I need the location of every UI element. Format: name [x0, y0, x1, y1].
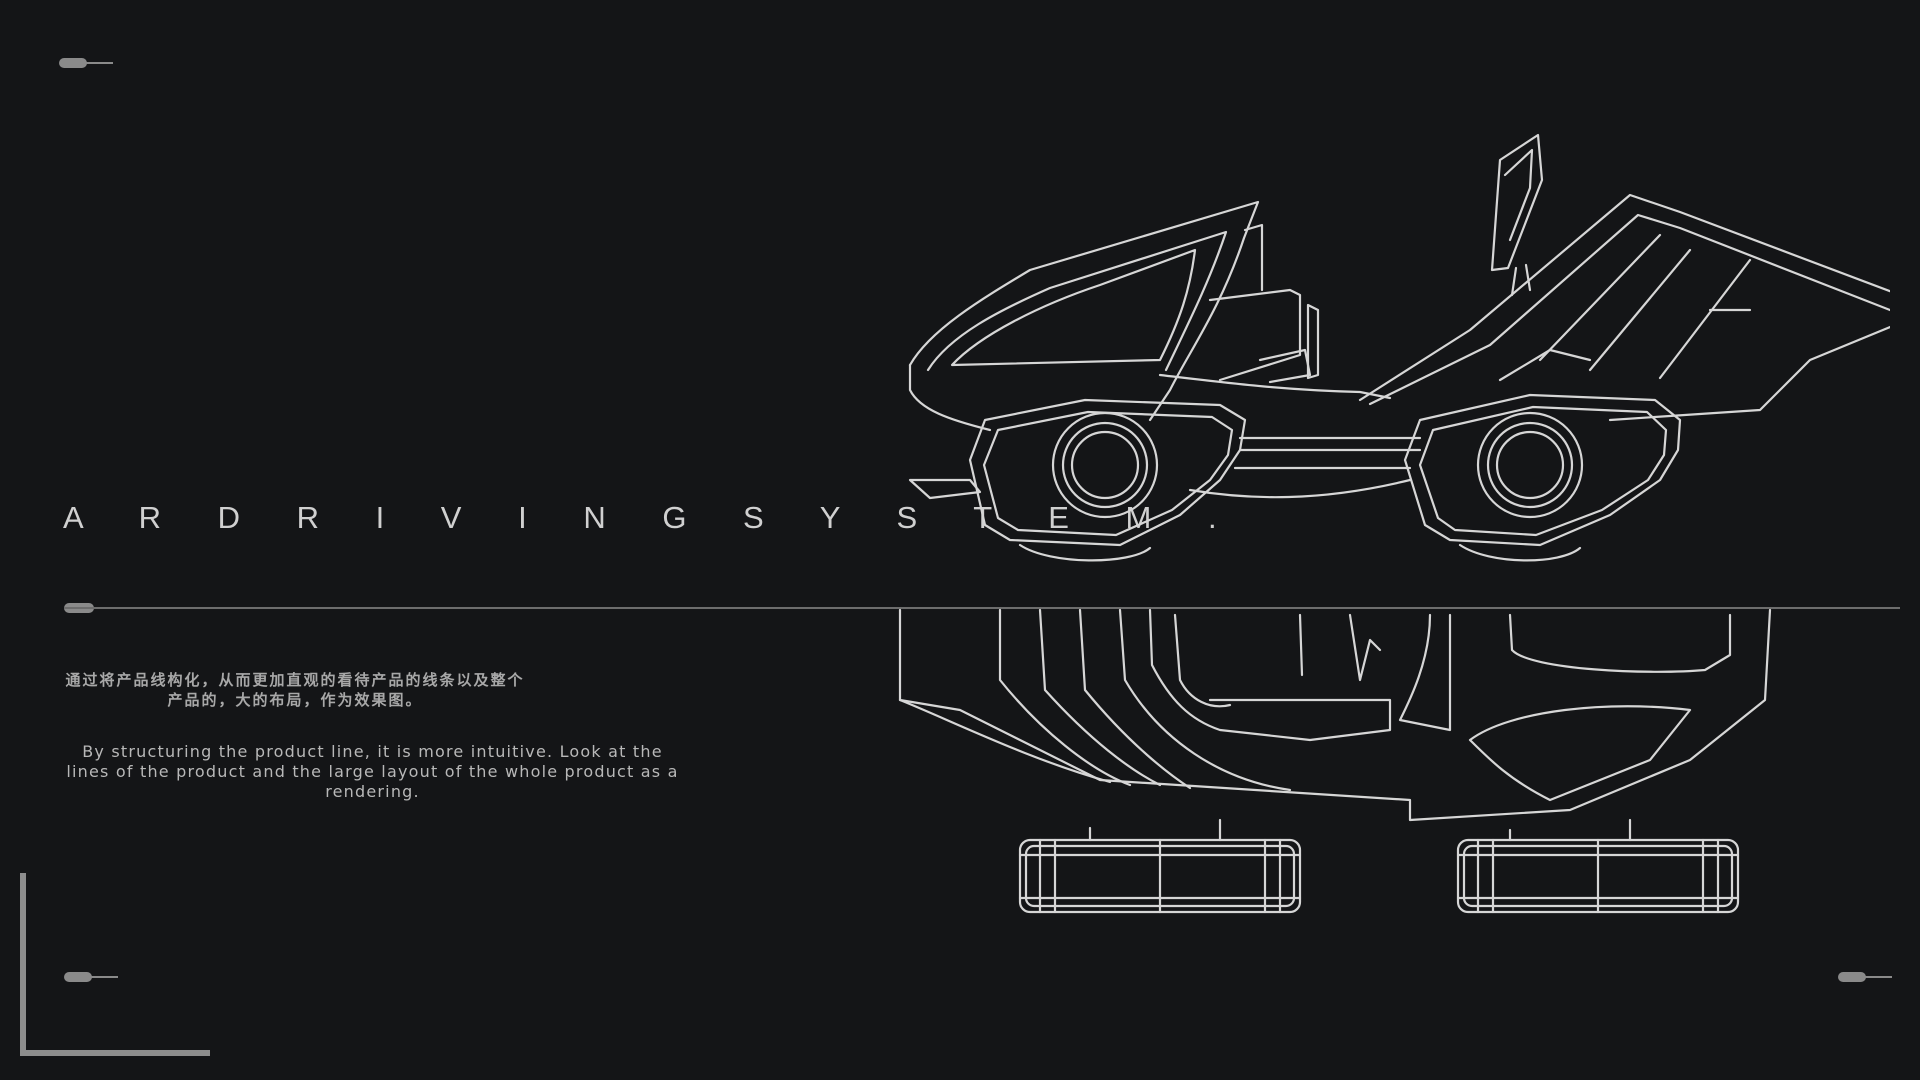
description-chinese: 通过将产品线构化，从而更加直观的看待产品的线条以及整个产品的，大的布局，作为效果…: [65, 671, 525, 709]
vehicle-side-view: [908, 133, 1910, 562]
slide-title: A R D R I V I N G S Y S T E M .: [63, 500, 1241, 535]
horizontal-divider: [64, 607, 1900, 609]
corner-tick-top-left: [59, 58, 115, 68]
corner-bracket: [20, 873, 210, 1056]
description-english: By structuring the product line, it is m…: [66, 742, 679, 801]
corner-tick-bottom-left: [64, 972, 120, 982]
vehicle-illustration: [890, 120, 1910, 920]
vehicle-top-view: [898, 608, 1772, 914]
corner-tick-bottom-right: [1838, 972, 1894, 982]
